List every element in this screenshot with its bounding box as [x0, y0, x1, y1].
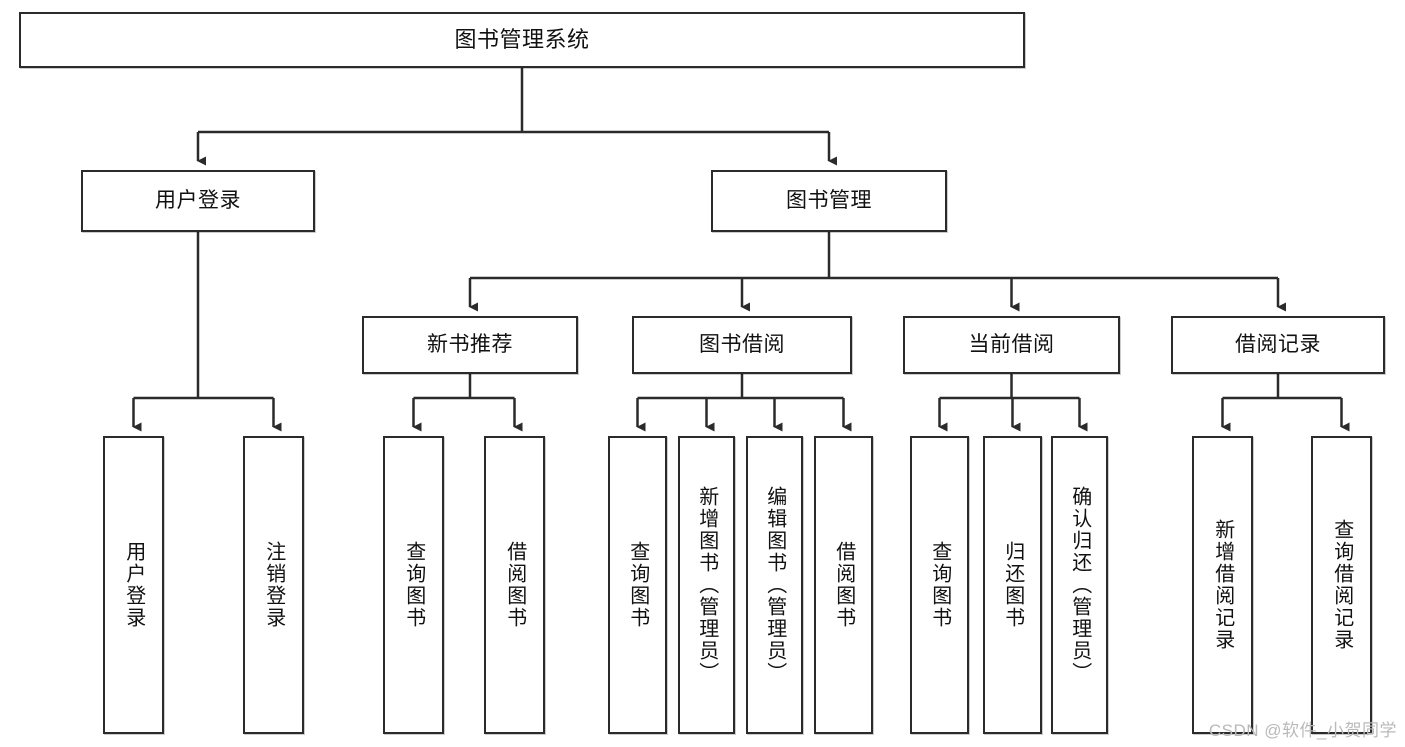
node-leaf-query-borrow-record[interactable]: 查询借阅记录 [1311, 436, 1372, 734]
node-leaf-edit-book[interactable]: 编辑图书（管理员） [746, 436, 803, 734]
node-book-borrow[interactable]: 图书借阅 [632, 316, 852, 374]
node-leaf-query-borrow-record-label: 查询借阅记录 [1330, 519, 1353, 651]
node-user-login[interactable]: 用户登录 [81, 170, 315, 232]
node-leaf-add-borrow-record-label: 新增借阅记录 [1211, 519, 1234, 651]
node-leaf-query-book-2[interactable]: 查询图书 [608, 436, 667, 734]
node-leaf-return-book-label: 归还图书 [1001, 541, 1024, 629]
node-root-label: 图书管理系统 [454, 27, 590, 53]
node-leaf-borrow-book-1-label: 借阅图书 [503, 541, 526, 629]
node-leaf-add-book-label: 新增图书（管理员） [695, 486, 718, 684]
node-leaf-query-book-3[interactable]: 查询图书 [910, 436, 969, 734]
node-borrow-record[interactable]: 借阅记录 [1171, 316, 1385, 374]
node-leaf-user-login[interactable]: 用户登录 [103, 436, 164, 734]
node-leaf-query-book-3-label: 查询图书 [928, 541, 951, 629]
node-leaf-borrow-book-1[interactable]: 借阅图书 [484, 436, 545, 734]
node-leaf-query-book-2-label: 查询图书 [626, 541, 649, 629]
node-leaf-edit-book-label: 编辑图书（管理员） [763, 486, 786, 684]
node-leaf-query-book-1-label: 查询图书 [402, 541, 425, 629]
node-book-manage[interactable]: 图书管理 [711, 170, 947, 232]
node-leaf-return-book[interactable]: 归还图书 [983, 436, 1042, 734]
node-current-borrow[interactable]: 当前借阅 [903, 316, 1120, 374]
node-leaf-user-login-label: 用户登录 [122, 541, 145, 629]
node-borrow-record-label: 借阅记录 [1235, 332, 1321, 356]
node-leaf-query-book-1[interactable]: 查询图书 [383, 436, 444, 734]
node-leaf-borrow-book-2[interactable]: 借阅图书 [814, 436, 873, 734]
node-leaf-logout[interactable]: 注销登录 [243, 436, 304, 734]
node-leaf-add-borrow-record[interactable]: 新增借阅记录 [1192, 436, 1253, 734]
node-leaf-logout-label: 注销登录 [262, 541, 285, 629]
node-book-manage-label: 图书管理 [786, 188, 872, 212]
watermark: CSDN @软件_小贺同学 [1208, 721, 1397, 740]
node-leaf-confirm-return[interactable]: 确认归还（管理员） [1051, 436, 1108, 734]
node-book-borrow-label: 图书借阅 [699, 332, 785, 356]
node-leaf-confirm-return-label: 确认归还（管理员） [1068, 486, 1091, 684]
node-leaf-borrow-book-2-label: 借阅图书 [832, 541, 855, 629]
node-new-book-recommend-label: 新书推荐 [427, 332, 513, 356]
node-leaf-add-book[interactable]: 新增图书（管理员） [678, 436, 735, 734]
node-new-book-recommend[interactable]: 新书推荐 [362, 316, 578, 374]
node-root[interactable]: 图书管理系统 [19, 12, 1025, 68]
node-user-login-label: 用户登录 [155, 188, 241, 212]
node-current-borrow-label: 当前借阅 [968, 332, 1055, 356]
